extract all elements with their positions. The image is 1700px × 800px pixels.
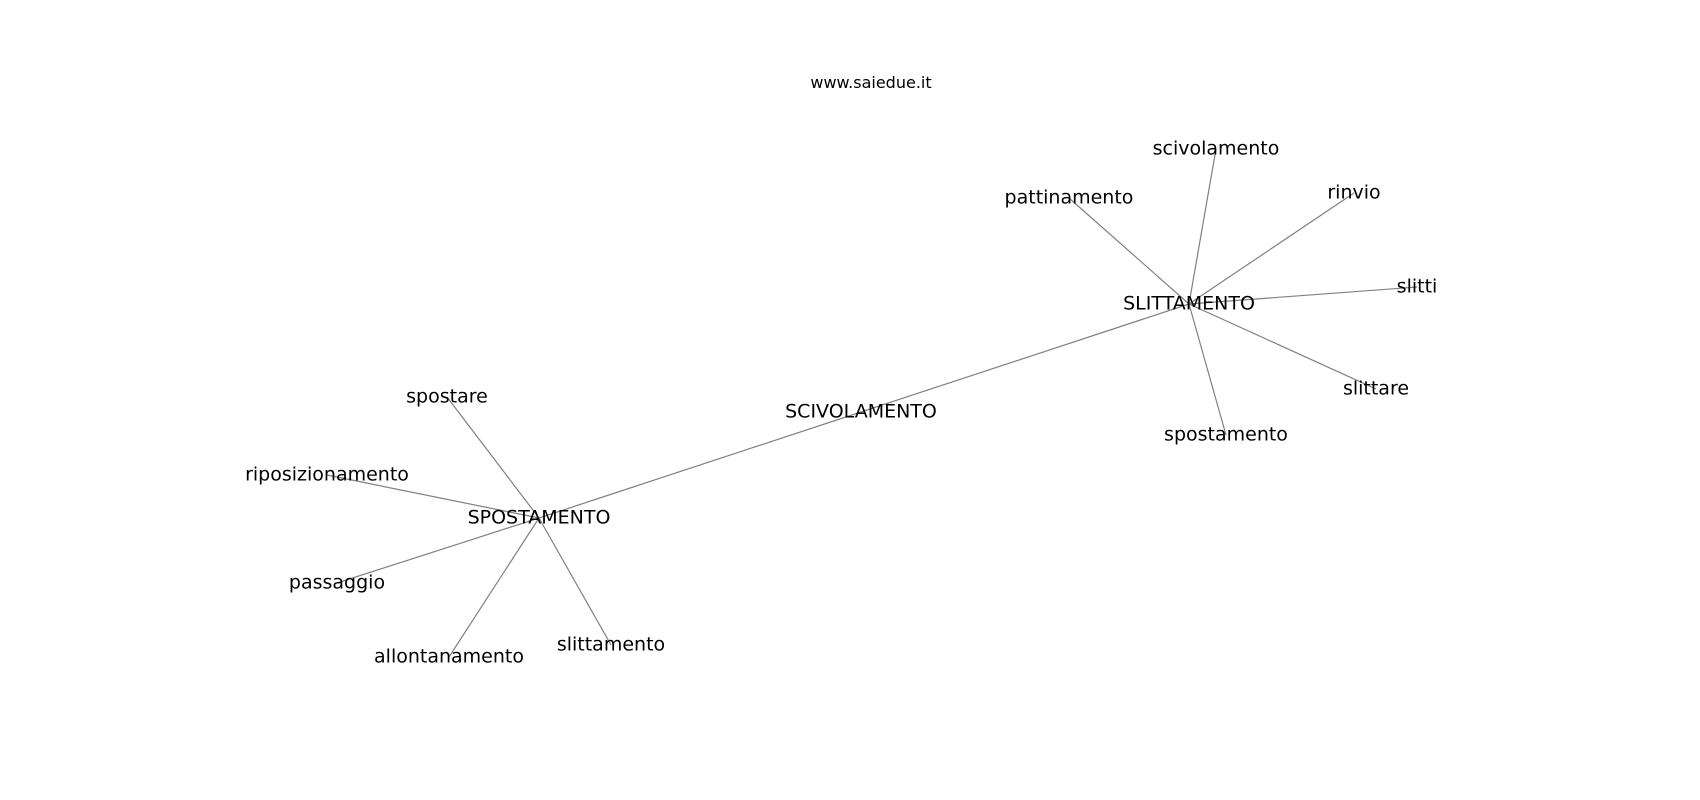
- node-allontanamento: allontanamento: [374, 646, 524, 668]
- node-slittamento: slittamento: [557, 634, 665, 656]
- node-spostare: spostare: [406, 386, 488, 408]
- node-slitti: slitti: [1397, 276, 1438, 298]
- nodes-layer: SCIVOLAMENTO SPOSTAMENTO SLITTAMENTO sposta…: [245, 138, 1437, 668]
- node-slittare: slittare: [1343, 378, 1409, 400]
- edge-slittamento-slitti: [1188, 286, 1418, 305]
- edge-spostamento-slittamento: [538, 303, 1190, 519]
- edge-slittamento-scivolamento: [1188, 148, 1217, 305]
- node-passaggio: passaggio: [289, 572, 385, 594]
- node-spostamento: SPOSTAMENTO: [468, 507, 611, 529]
- edge-spostamento-spostare: [446, 396, 540, 519]
- edge-spostamento-riposizionamento: [326, 474, 540, 519]
- node-scivolamento: SCIVOLAMENTO: [785, 401, 937, 423]
- edge-spostamento-passaggio: [336, 517, 540, 584]
- node-spostamento: spostamento: [1164, 424, 1288, 446]
- watermark: www.saiedue.it: [810, 73, 931, 92]
- node-scivolamento: scivolamento: [1153, 138, 1280, 160]
- node-slittamento: SLITTAMENTO: [1123, 293, 1255, 315]
- node-riposizionamento: riposizionamento: [245, 464, 409, 486]
- edge-spostamento-slittamento: [538, 517, 612, 646]
- edge-slittamento-pattinamento: [1068, 197, 1190, 305]
- edges-layer: [326, 148, 1418, 658]
- edge-slittamento-rinvio: [1188, 192, 1355, 305]
- edge-slittamento-slittare: [1188, 303, 1377, 390]
- node-pattinamento: pattinamento: [1005, 187, 1134, 209]
- edge-spostamento-allontanamento: [448, 517, 540, 658]
- node-rinvio: rinvio: [1327, 182, 1380, 204]
- edge-slittamento-spostamento: [1188, 303, 1227, 436]
